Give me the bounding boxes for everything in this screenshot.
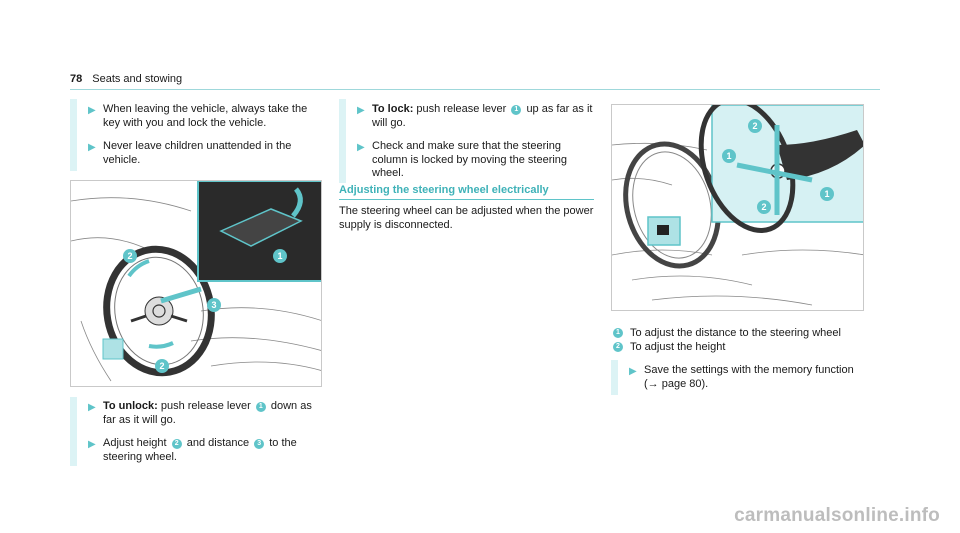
step-arrow-icon: ▶ [88, 402, 96, 413]
manual-steering-illustration [71, 181, 321, 382]
step-arrow-icon: ▶ [357, 142, 365, 153]
figure-marker-1: 1 [273, 249, 287, 263]
left-top-steps: ▶ When leaving the vehicle, always take … [70, 99, 322, 171]
section-divider [339, 199, 594, 200]
step-arrow-icon: ▶ [357, 105, 365, 116]
figure-marker-2-top: 2 [748, 119, 762, 133]
legend-item: 2 To adjust the height [611, 340, 841, 354]
page-header-title: Seats and stowing [92, 73, 183, 85]
step-arrow-icon: ▶ [88, 105, 96, 116]
watermark: carmanualsonline.info [734, 505, 940, 526]
step-arrow-icon: ▶ [629, 366, 637, 377]
page-header: 78 Seats and stowing [70, 73, 182, 85]
electric-steering-illustration [612, 105, 863, 306]
figure-marker-1-left: 1 [722, 149, 736, 163]
electric-steering-figure: 2 1 1 2 [611, 104, 864, 311]
figure-marker-2: 2 [123, 249, 137, 263]
figure-marker-2-bottom: 2 [155, 359, 169, 373]
step-lock: ▶ To lock: push release lever 1 up as fa… [357, 103, 593, 129]
step-arrow-icon: ▶ [88, 439, 96, 450]
section-paragraph: The steering wheel can be adjusted when … [339, 205, 594, 231]
step-adjust: ▶ Adjust height 2 and distance 3 to the … [88, 437, 297, 463]
figure-legend: 1 To adjust the distance to the steering… [611, 326, 841, 354]
step-arrow-icon: ▶ [88, 142, 96, 153]
page-reference-link[interactable]: Save the settings with the memory functi… [644, 364, 854, 390]
middle-steps: ▶ To lock: push release lever 1 up as fa… [339, 99, 594, 183]
right-bottom-steps: ▶ Save the settings with the memory func… [611, 360, 864, 395]
figure-marker-3: 3 [207, 298, 221, 312]
left-bottom-steps: ▶ To unlock: push release lever 1 down a… [70, 397, 322, 466]
figure-marker-1-right: 1 [820, 187, 834, 201]
legend-item: 1 To adjust the distance to the steering… [611, 326, 841, 340]
manual-steering-figure: 1 2 3 2 [70, 180, 322, 387]
step-unlock: ▶ To unlock: push release lever 1 down a… [88, 400, 312, 426]
step-leave-vehicle: ▶ When leaving the vehicle, always take … [88, 103, 308, 129]
step-save-settings: ▶ Save the settings with the memory func… [629, 364, 864, 391]
page-number: 78 [70, 73, 83, 85]
header-divider [70, 89, 880, 90]
step-children-warning: ▶ Never leave children unattended in the… [88, 140, 292, 166]
figure-marker-2-bottom: 2 [757, 200, 771, 214]
section-title: Adjusting the steering wheel electricall… [339, 184, 549, 196]
step-check: ▶ Check and make sure that the steering … [357, 140, 568, 179]
